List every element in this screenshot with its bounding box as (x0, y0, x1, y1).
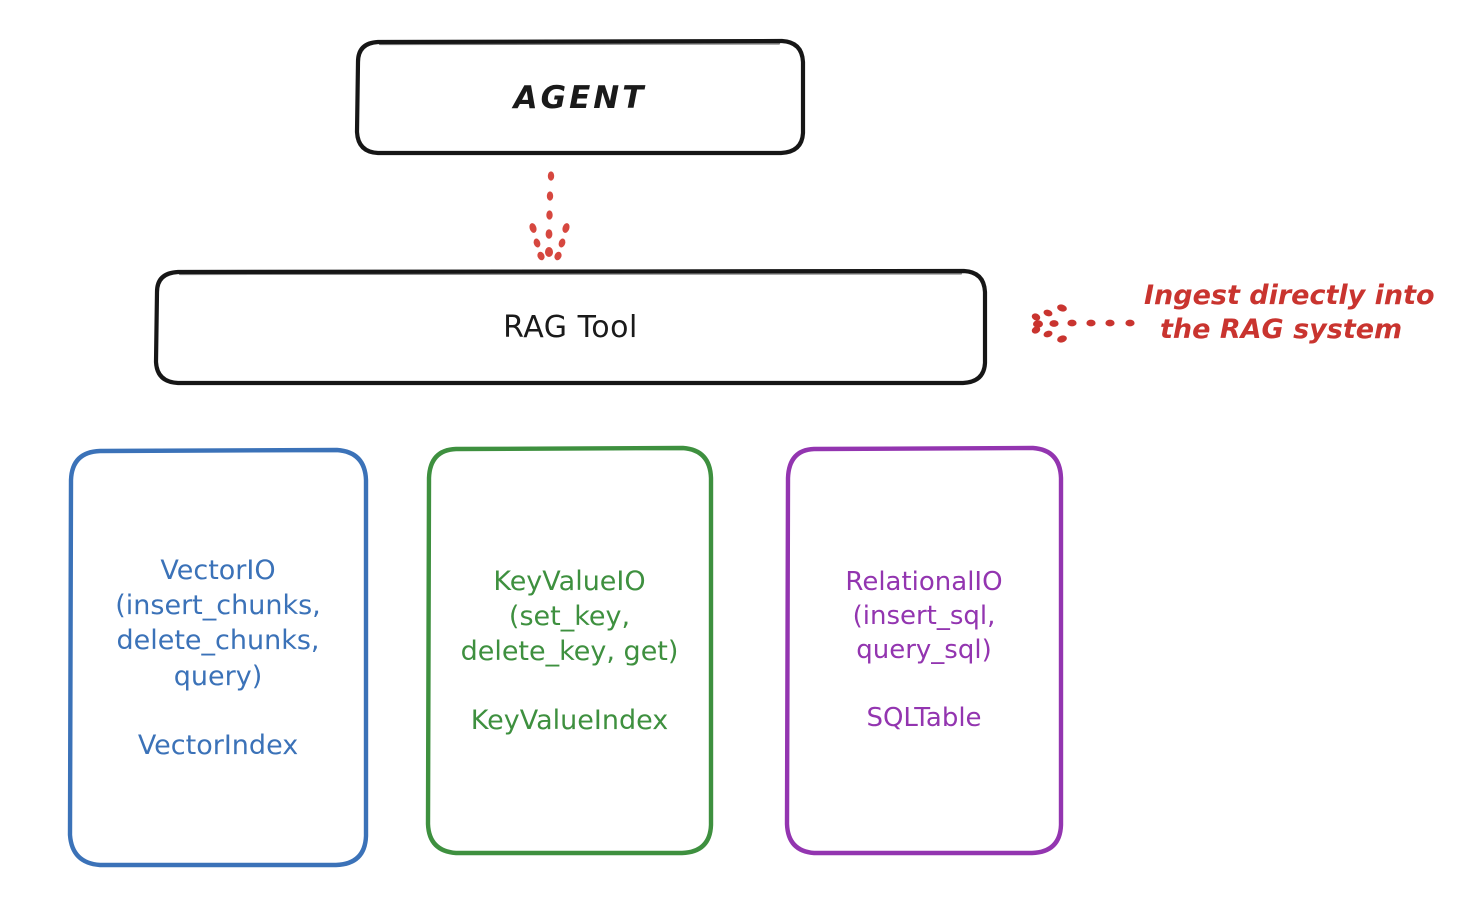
key-value-io-box-outline (425, 445, 714, 856)
vector-io-method-line-2: delete_chunks, (116, 625, 320, 657)
agent-label: AGENT (513, 79, 647, 116)
relational-io-table: SQLTable (866, 702, 982, 733)
relational-io-node[interactable]: RelationalIO (insert_sql, query_sql) SQL… (787, 448, 1061, 854)
rag-tool-box-outline (153, 268, 988, 386)
ingest-note-line-2: the RAG system (1160, 314, 1403, 346)
vector-io-interface: VectorIO (insert_chunks, delete_chunks, … (115, 553, 320, 693)
key-value-io-method-line-1: (set_key, (508, 600, 631, 632)
agent-node[interactable]: AGENT (357, 41, 803, 154)
relational-io-box-outline (784, 445, 1064, 856)
relational-io-title: RelationalIO (845, 567, 1003, 598)
vector-io-method-line-1: (insert_chunks, (115, 590, 321, 622)
ingest-note: Ingest directly into the RAG system (1144, 279, 1474, 347)
relational-io-interface: RelationalIO (insert_sql, query_sql) (845, 566, 1002, 667)
rag-tool-label: RAG Tool (503, 309, 638, 345)
key-value-io-index: KeyValueIndex (470, 705, 669, 737)
key-value-io-method-line-2: delete_key, get) (460, 636, 679, 667)
relational-io-method-line-1: (insert_sql, (852, 601, 996, 632)
key-value-io-interface: KeyValueIO (set_key, delete_key, get) (461, 564, 679, 669)
relational-io-method-line-2: query_sql) (856, 635, 992, 665)
agent-to-rag-tool-arrow (529, 171, 570, 261)
vector-io-method-line-3: query) (173, 660, 263, 692)
vector-io-index: VectorIndex (137, 729, 299, 761)
key-value-io-node[interactable]: KeyValueIO (set_key, delete_key, get) Ke… (428, 448, 711, 854)
vector-io-title: VectorIO (160, 555, 276, 587)
ingest-note-line-1: Ingest directly into (1144, 280, 1435, 311)
vector-io-node[interactable]: VectorIO (insert_chunks, delete_chunks, … (70, 450, 366, 866)
ingest-note-arrow (1031, 304, 1135, 343)
rag-tool-node[interactable]: RAG Tool (156, 271, 985, 383)
agent-box-outline (354, 38, 806, 156)
vector-io-box-outline (67, 447, 369, 868)
key-value-io-title: KeyValueIO (493, 565, 646, 597)
